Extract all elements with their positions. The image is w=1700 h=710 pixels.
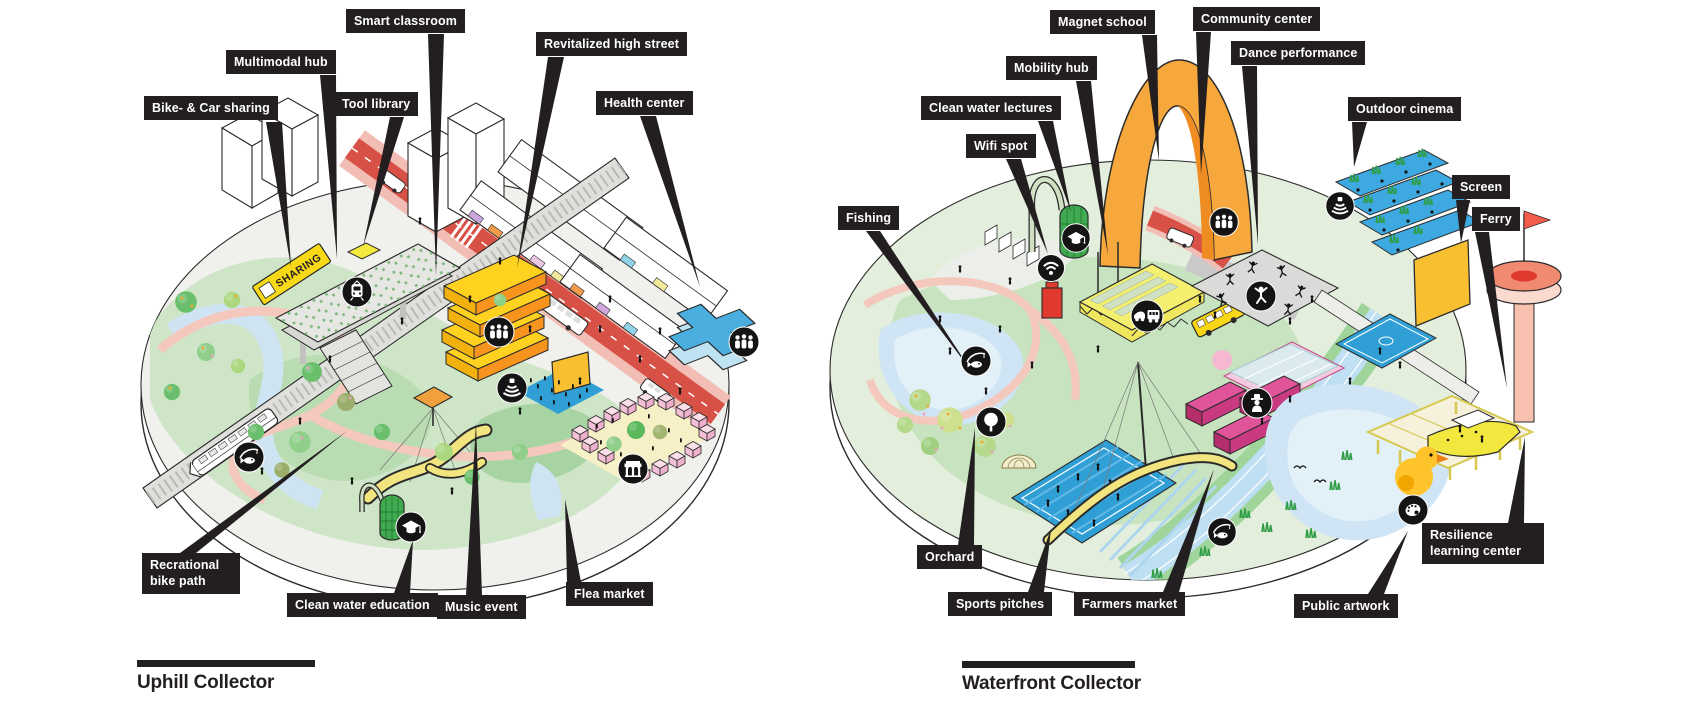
orchard-trees: [896, 389, 1015, 457]
cinema-screen: [1413, 239, 1471, 327]
tree-icon: [975, 406, 1007, 438]
train-icon: [341, 276, 373, 308]
basketball-court: [1334, 313, 1438, 369]
ferry-tower: [1486, 210, 1562, 423]
park-trees: [163, 291, 529, 485]
sports-pitch: [1010, 439, 1178, 544]
callout-tool-library: Tool library: [334, 92, 419, 117]
wicker-dome: [1001, 454, 1037, 469]
wifi-hydrant: [1041, 281, 1063, 319]
callout-wifi-spot: Wifi spot: [966, 134, 1036, 159]
wifi-icon: [1036, 253, 1066, 283]
callout-smart-classroom: Smart classroom: [346, 9, 465, 34]
pavilion-tent: [379, 386, 471, 483]
callout-clean-water-lectures: Clean water lectures: [921, 96, 1061, 121]
rubber-duck: [1395, 446, 1449, 496]
callout-resilience-learning-center: Resilience learning center: [1422, 523, 1544, 564]
uphill-title-bar: [137, 660, 315, 667]
farmers-market-greenhouse: [1212, 341, 1346, 403]
fishing-icon: [233, 441, 265, 473]
callout-multimodal-hub: Multimodal hub: [226, 50, 336, 75]
callout-outdoor-cinema: Outdoor cinema: [1348, 97, 1462, 122]
solar-panels: [984, 224, 1040, 267]
fishing-icon: [960, 345, 992, 377]
farmer-icon: [1241, 387, 1273, 419]
callout-flea-market: Flea market: [566, 582, 653, 607]
canal: [1122, 308, 1394, 580]
callout-community-center: Community center: [1193, 7, 1321, 32]
shopfront-building: [559, 253, 686, 360]
waterfront-title: Waterfront Collector: [962, 673, 1141, 694]
palette-icon: [1397, 494, 1429, 526]
cable-bridge: [1042, 361, 1238, 546]
callout-public-artwork: Public artwork: [1294, 594, 1398, 619]
people-group-icon: [483, 316, 515, 348]
graduation-cap-icon: [395, 511, 427, 543]
callout-bike-car-sharing: Bike- & Car sharing: [144, 96, 278, 121]
callout-screen: Screen: [1452, 175, 1511, 200]
ferry-boat: [1427, 409, 1521, 457]
callout-recreational-bike-path: Recrational bike path: [142, 553, 240, 594]
callout-mobility-hub: Mobility hub: [1006, 56, 1097, 81]
callout-fishing: Fishing: [838, 206, 900, 231]
callout-music-event: Music event: [437, 595, 526, 620]
callout-sports-pitches: Sports pitches: [948, 592, 1053, 617]
tool-library-kiosk: [346, 242, 382, 260]
van: [1166, 227, 1195, 248]
callout-orchard: Orchard: [917, 545, 983, 570]
people-group-icon: [728, 326, 760, 358]
hall-building: [603, 216, 729, 323]
icon-badges: [233, 190, 1429, 548]
callout-health-center: Health center: [596, 91, 693, 116]
graduation-cap-icon: [1061, 223, 1091, 253]
flea-market-area: [560, 392, 716, 483]
waterfront-title-bar: [962, 661, 1135, 668]
callout-dance-performance: Dance performance: [1231, 41, 1366, 66]
vehicles-icon: [1130, 299, 1164, 333]
dancer-icon: [1245, 280, 1277, 312]
callout-farmers-market: Farmers market: [1074, 592, 1186, 617]
callout-ferry: Ferry: [1472, 207, 1520, 232]
market-stall-icon: [617, 453, 649, 485]
callout-tails: [180, 32, 1525, 595]
callout-revitalized-high-street: Revitalized high street: [536, 32, 687, 57]
outdoor-cinema-seating: [1334, 147, 1482, 256]
stairs: [319, 329, 393, 405]
uphill-illustration: SHARING: [140, 97, 756, 609]
callout-clean-water-education: Clean water education: [287, 593, 438, 618]
people-group-icon: [1209, 207, 1239, 237]
elevated-railway: [142, 157, 630, 509]
crosswalk: [450, 213, 484, 249]
uphill-title: Uphill Collector: [137, 672, 275, 693]
waterfront-illustration: [829, 59, 1562, 599]
flag: [1523, 210, 1552, 230]
callout-magnet-school: Magnet school: [1050, 10, 1155, 35]
speaker-icon: [1324, 190, 1356, 222]
speaker-icon: [496, 372, 528, 404]
blossom-tree: [1212, 350, 1232, 370]
mobility-hub-platform: [1078, 242, 1206, 343]
fishing-icon: [1206, 516, 1238, 548]
